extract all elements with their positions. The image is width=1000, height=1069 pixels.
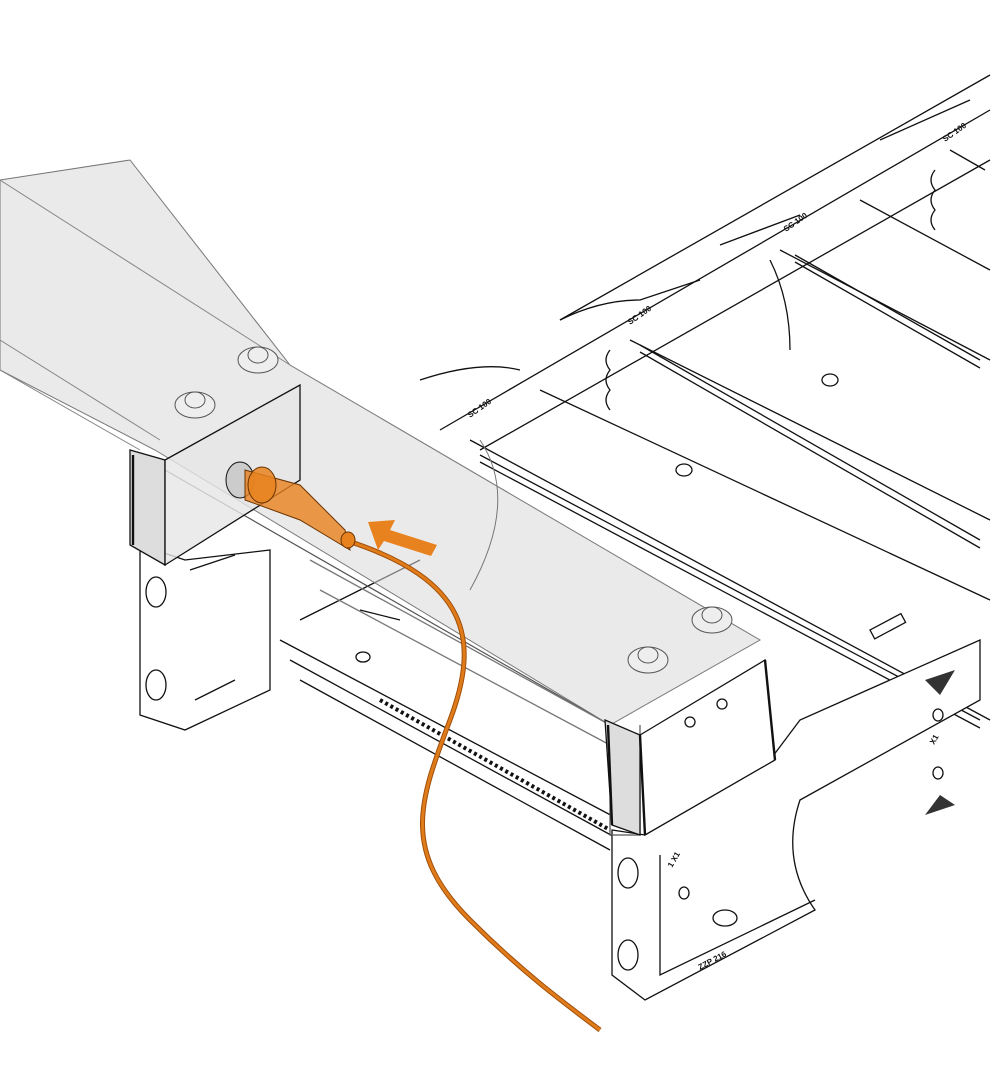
carrier-label: SC 100 [782,211,809,234]
insert-arrow-icon [368,520,437,556]
connector-icon [225,461,356,552]
carrier-label: SC 100 [466,397,493,420]
carrier-label: SC 100 [941,121,968,144]
screw-icon [174,346,733,674]
front-mark: X1 [928,733,941,746]
rack-frame [139,74,991,1001]
fiber-cable [344,537,602,1032]
carrier-label: SC 100 [626,304,653,327]
transparent-cover [0,159,777,837]
